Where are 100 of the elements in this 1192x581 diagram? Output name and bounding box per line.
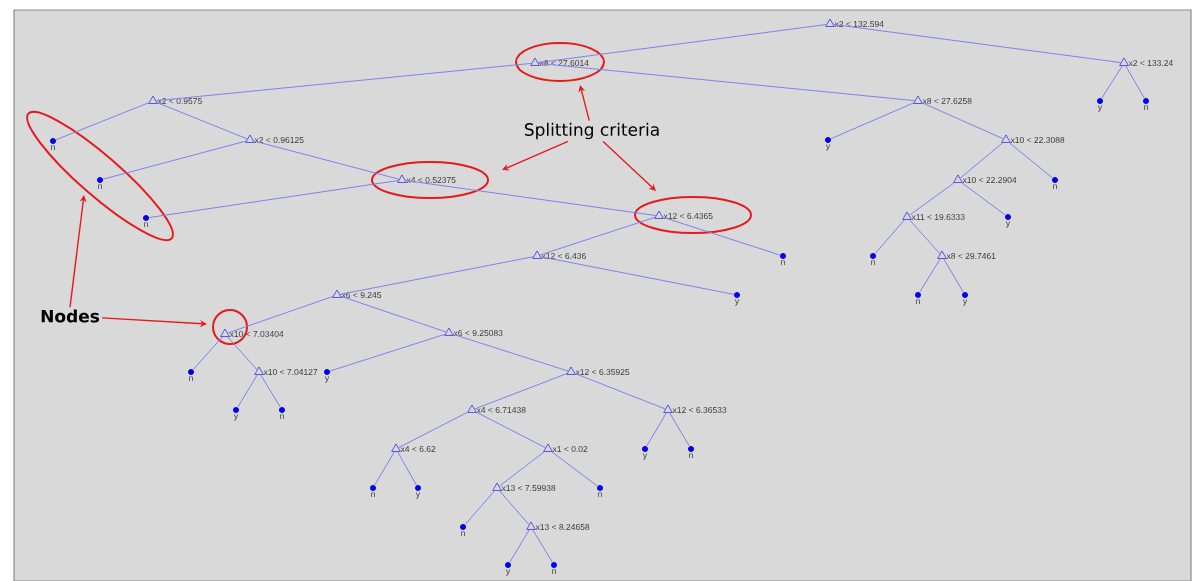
tree-branch — [339, 256, 534, 295]
leaf-node: n — [188, 369, 194, 381]
tree-branch — [405, 180, 657, 217]
node-label: x12 < 6.436 — [541, 252, 586, 259]
leaf-node: y — [415, 485, 421, 499]
leaf-node: n — [50, 138, 56, 150]
tree-branch — [452, 333, 569, 372]
tree-branch — [464, 490, 495, 526]
node-label: x8 < 27.6258 — [922, 98, 972, 104]
tree-branch — [909, 219, 941, 255]
node-label: y — [642, 453, 648, 460]
leaf-node: n — [915, 292, 921, 304]
split-node: x10 < 7.04127 — [254, 366, 318, 375]
node-label: n — [689, 453, 693, 458]
leaf-node: n — [780, 253, 786, 265]
leaf-node: y — [734, 292, 740, 306]
node-label: x13 < 7.59938 — [501, 484, 556, 491]
node-label: x8 < 27.6014 — [539, 60, 589, 66]
node-label: n — [552, 569, 556, 574]
tree-branch — [509, 529, 530, 563]
tree-branch — [574, 373, 666, 410]
split-node: x12 < 6.436 — [532, 250, 586, 259]
split-node: x4 < 6.71438 — [467, 404, 526, 413]
tree-branch — [192, 336, 223, 371]
tree-branch — [922, 102, 1004, 140]
node-label: n — [280, 414, 284, 419]
tree-branch — [1101, 65, 1123, 99]
node-label: x8 < 29.7461 — [946, 252, 996, 259]
tree-branch — [540, 256, 735, 295]
leaf-node: n — [279, 407, 285, 419]
tree-branch — [830, 102, 915, 140]
leaf-node: n — [460, 524, 466, 536]
tree-branch — [253, 140, 400, 180]
node-label: x4 < 6.71438 — [476, 406, 526, 413]
node-label: x2 < 132.594 — [834, 21, 884, 28]
split-node: x10 < 7.03404 — [220, 328, 284, 337]
node-label: x12 < 6.36533 — [672, 406, 727, 413]
leaf-node: n — [1143, 98, 1149, 110]
tree-branch — [833, 24, 1122, 64]
split-node: x2 < 133.24 — [1119, 57, 1173, 66]
tree-branch — [919, 258, 941, 293]
tree-branch — [102, 140, 247, 180]
node-label: x11 < 19.6333 — [911, 214, 965, 220]
tree-branch — [227, 295, 334, 334]
split-node: x8 < 27.6258 — [913, 95, 972, 104]
tree-branch — [155, 62, 532, 102]
tree-branch — [662, 216, 781, 256]
node-label: n — [98, 184, 102, 189]
node-label: x4 < 0.52375 — [406, 177, 456, 183]
tree-branch — [669, 412, 690, 447]
node-label: x6 < 9.245 — [341, 291, 382, 298]
split-node: x2 < 132.594 — [825, 18, 884, 27]
arrow — [502, 140, 569, 171]
leaf-node: n — [1052, 177, 1058, 189]
tree-branch — [374, 451, 395, 486]
tree-branch — [1009, 142, 1053, 179]
node-label: y — [962, 299, 968, 306]
node-label: x6 < 9.25083 — [453, 329, 503, 336]
split-node: x2 < 0.9575 — [148, 95, 202, 104]
leaf-node: n — [143, 215, 149, 227]
tree-branch — [532, 529, 553, 563]
tree-branch — [148, 180, 399, 219]
leaf-node: y — [233, 407, 239, 421]
tree-branch — [498, 451, 545, 487]
tree-branch — [539, 216, 656, 256]
node-label: x10 < 22.3088 — [1010, 137, 1065, 143]
tree-branch — [908, 182, 955, 216]
leaf-node: y — [1097, 98, 1103, 112]
annotation-text: Splitting criteria — [524, 122, 659, 140]
tree-branch — [551, 451, 598, 487]
tree-branch — [397, 451, 417, 486]
annotation-text: Nodes — [41, 309, 100, 323]
leaf-node: y — [825, 137, 831, 151]
node-label: y — [734, 299, 740, 306]
split-node: x11 < 19.6333 — [902, 211, 965, 220]
leaf-node: y — [642, 446, 648, 460]
tree-branch — [329, 333, 446, 372]
node-label: x12 < 6.4365 — [663, 213, 713, 219]
split-node: x10 < 22.3088 — [1001, 134, 1065, 143]
split-node: x10 < 22.2904 — [953, 174, 1017, 183]
node-label: x2 < 133.24 — [1128, 60, 1173, 66]
node-label: x10 < 7.03404 — [229, 330, 284, 337]
node-label: y — [324, 376, 330, 383]
tree-branch — [943, 258, 964, 293]
split-node: x12 < 6.4365 — [654, 210, 713, 219]
tree-branch — [961, 182, 1006, 216]
node-label: x2 < 0.9575 — [157, 98, 202, 104]
split-node: x13 < 7.59938 — [492, 482, 556, 491]
leaf-node: n — [870, 253, 876, 265]
tree-branch — [260, 374, 281, 408]
leaf-node: y — [962, 292, 968, 306]
tree-branch — [538, 62, 916, 102]
node-label: n — [871, 260, 875, 265]
node-label: n — [144, 222, 148, 227]
tree-branch — [55, 102, 150, 141]
node-label: x10 < 22.2904 — [962, 177, 1017, 183]
tree-branch — [227, 336, 258, 371]
leaf-node: n — [688, 446, 694, 458]
split-node: x4 < 0.52375 — [397, 174, 456, 183]
node-label: n — [371, 492, 375, 497]
